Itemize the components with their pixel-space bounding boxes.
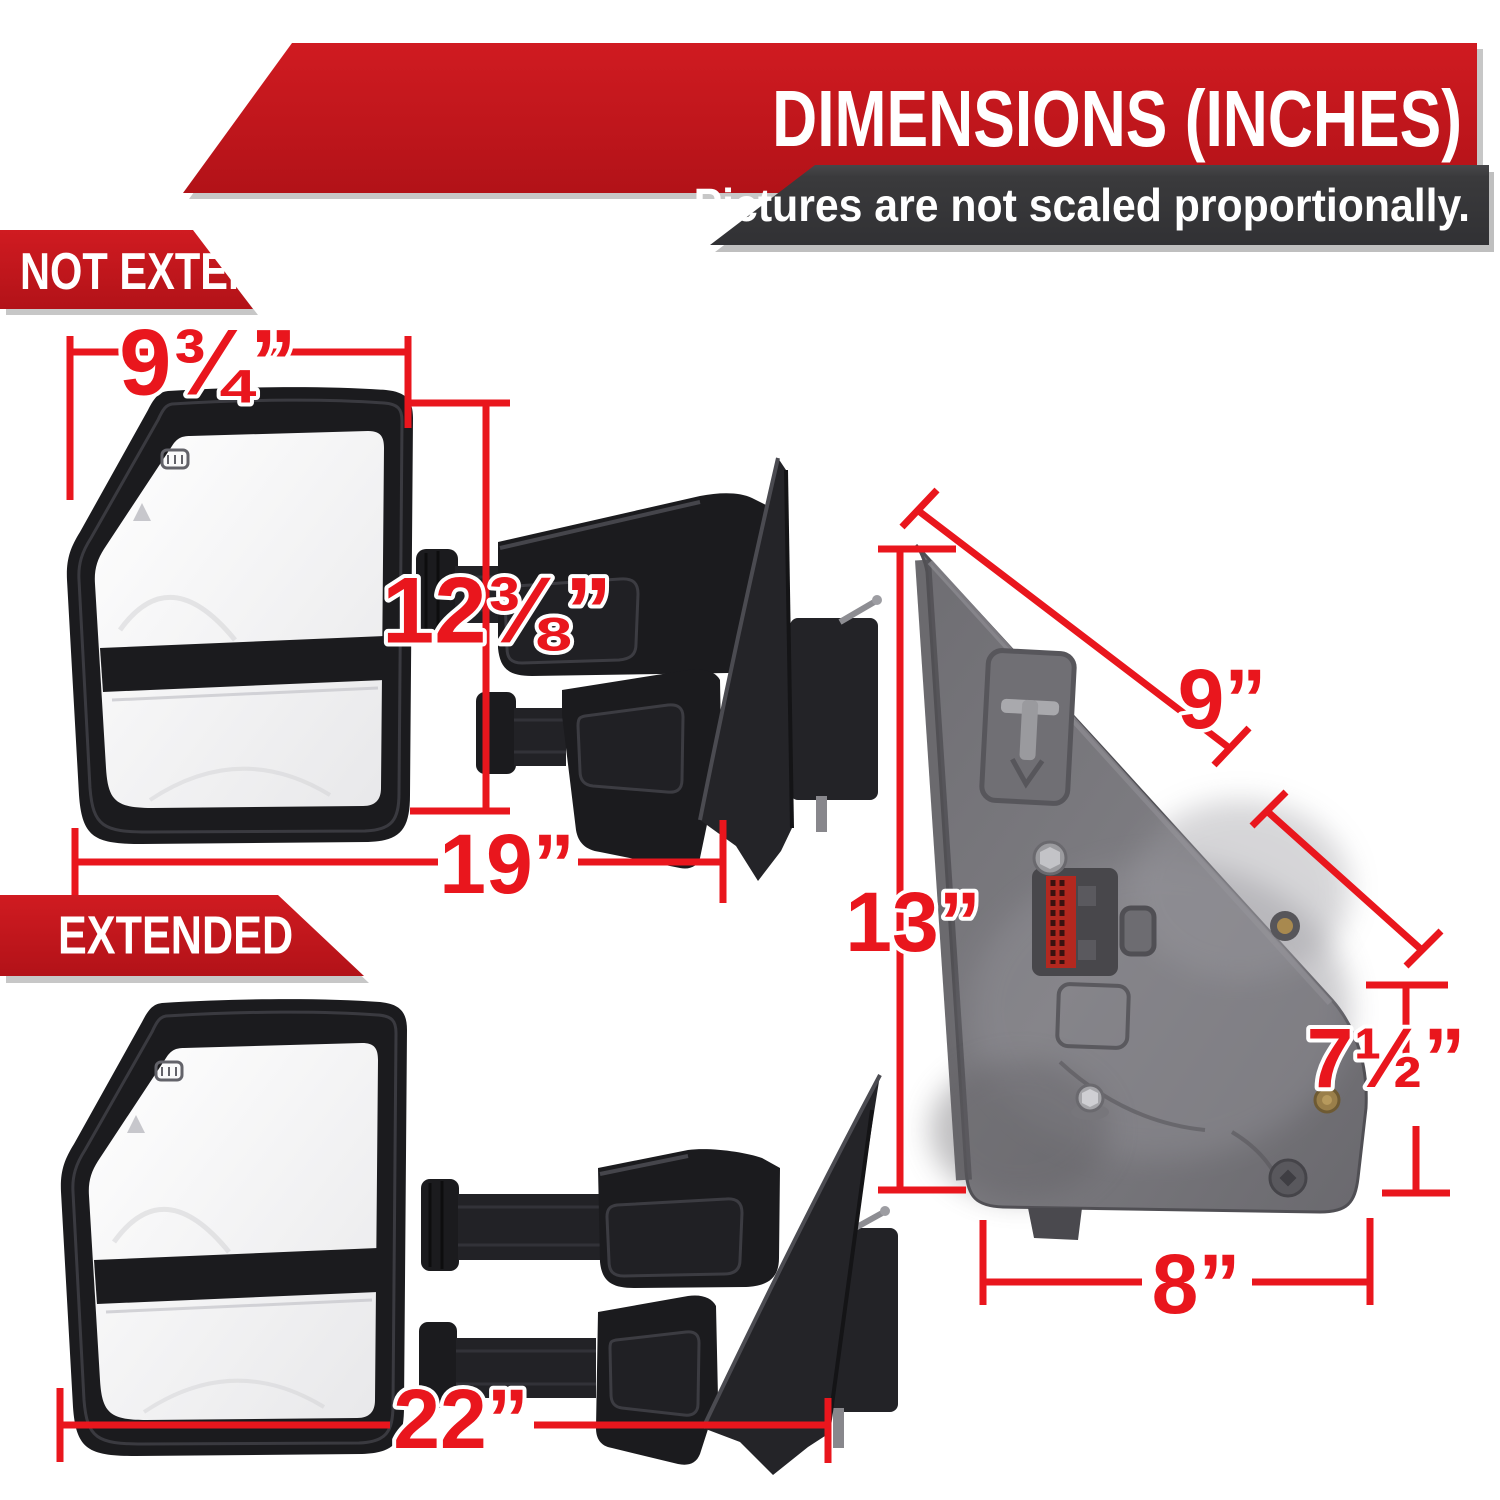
- page-title: DIMENSIONS (INCHES): [772, 74, 1462, 163]
- not-extended-ribbon: [0, 230, 253, 309]
- mount-stud-bottom: [816, 796, 827, 832]
- lower-arm-bar: [514, 708, 566, 766]
- dim-extended-total-width: 22”: [56, 1368, 832, 1470]
- not-extended-label: NOT EXTENDED: [20, 242, 346, 301]
- round-recess: [1268, 1158, 1308, 1198]
- silver-bolt-bottom: [1071, 1083, 1109, 1120]
- extended-label: EXTENDED: [58, 906, 293, 966]
- header: DIMENSIONS (INCHES) Pictures are not sca…: [183, 43, 1494, 252]
- plate-slot: [1119, 905, 1157, 957]
- mount-base: [790, 618, 878, 800]
- plate-bottom-tab: [1028, 1208, 1082, 1240]
- dim-label-7-1-2: 7½”: [1307, 1011, 1466, 1105]
- upper-arm-bar: [458, 1194, 600, 1260]
- lower-arm-boot: [419, 1322, 457, 1408]
- mounting-plate: [914, 543, 1368, 1240]
- plate-recess: [979, 648, 1077, 806]
- dim-not-extended-top-width: 9¾”: [66, 306, 412, 500]
- brass-insert: [1270, 911, 1300, 941]
- dim-back-right-height: 7½”: [1303, 981, 1469, 1197]
- title-banner: [183, 43, 1477, 193]
- mirror-head: [67, 387, 413, 844]
- subtitle: Pictures are not scaled proportionally.: [694, 181, 1470, 232]
- upper-housing-panel: [503, 577, 640, 665]
- section-back-view: 9” 13” 7½” 8”: [841, 487, 1469, 1335]
- mount-stud-bottom: [833, 1408, 844, 1448]
- dim-back-bottom-width: 8”: [979, 1218, 1374, 1335]
- upper-housing-panel: [605, 1197, 744, 1278]
- lower-housing-panel: [608, 1330, 701, 1417]
- hex-bolt-left: [1032, 840, 1068, 876]
- dim-label-9-3-4: 9¾”: [119, 310, 297, 415]
- brass-bolt-right: [1313, 1086, 1341, 1114]
- plate-square-emboss: [1055, 982, 1131, 1050]
- dim-not-extended-total-width: 19”: [71, 813, 727, 915]
- extended-ribbon: [0, 895, 364, 976]
- dim-back-left-height: 13”: [841, 545, 985, 1194]
- upper-arm-boot: [421, 1179, 459, 1271]
- dim-back-diagonal-extension: [1249, 789, 1444, 969]
- lower-arm-boot: [476, 692, 516, 774]
- subtitle-banner: [710, 165, 1489, 245]
- plate-crease: [1058, 1060, 1206, 1132]
- dim-label-22: 22”: [393, 1372, 528, 1466]
- section-extended: EXTENDED: [0, 895, 898, 1475]
- dim-label-8: 8”: [1152, 1237, 1241, 1331]
- dim-label-13: 13”: [845, 875, 980, 969]
- dim-back-top-diagonal: 9”: [899, 487, 1270, 768]
- dim-not-extended-mirror-height: 12⅜”: [378, 399, 616, 815]
- lower-arm-bar: [456, 1338, 596, 1398]
- mount-stud-top: [838, 598, 878, 625]
- dim-label-12-3-8: 12⅜”: [382, 558, 612, 663]
- section-not-extended: NOT EXTENDED: [0, 230, 882, 915]
- mirror-head: [61, 999, 407, 1456]
- wiring-connector: [1032, 868, 1118, 976]
- dim-label-19: 19”: [439, 817, 574, 911]
- lower-housing-panel: [576, 703, 685, 794]
- sail-bracket: [700, 458, 792, 881]
- dim-label-9: 9”: [1178, 652, 1267, 746]
